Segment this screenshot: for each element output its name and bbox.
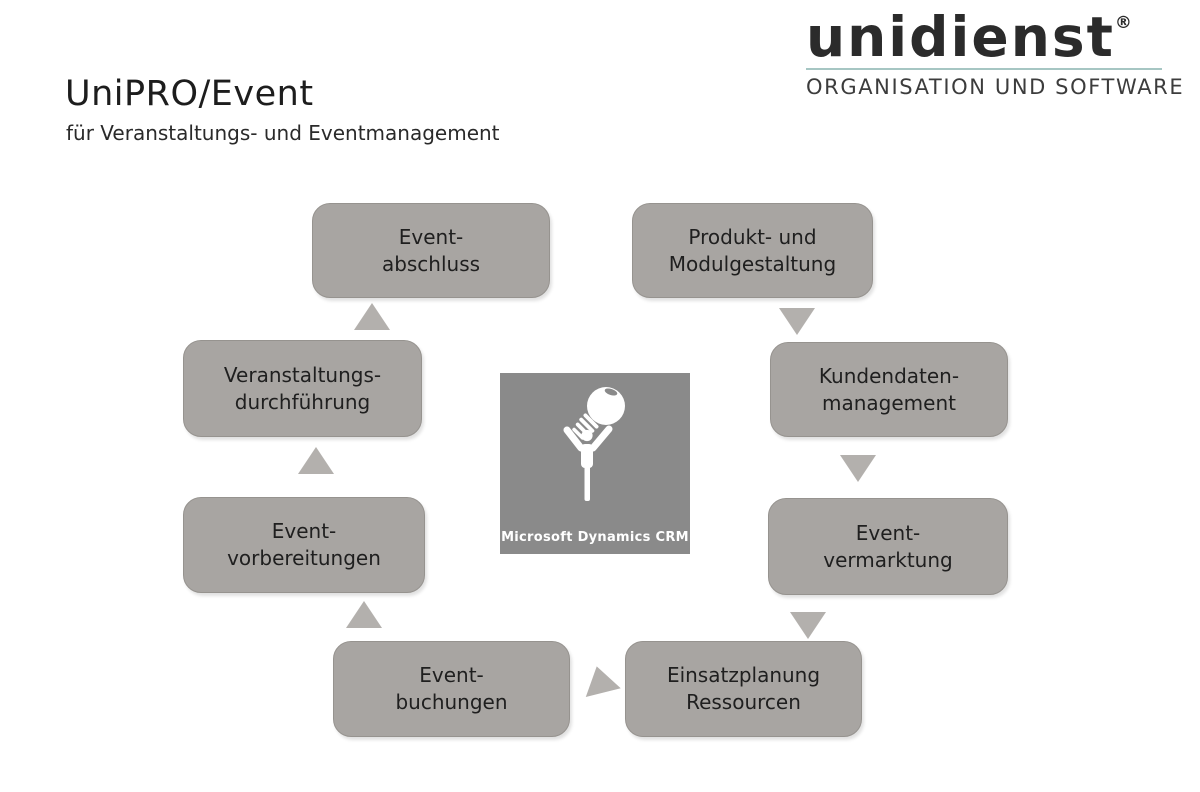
person-holding-lightbulb-icon <box>563 387 625 501</box>
microsoft-dynamics-crm-tile: Microsoft Dynamics CRM <box>500 373 690 554</box>
unidienst-logo: unidienst® ORGANISATION UND SOFTWARE <box>806 10 1185 99</box>
logo-tagline: ORGANISATION UND SOFTWARE <box>806 75 1185 99</box>
flow-arrow-up-left-icon <box>579 662 621 697</box>
stage-label: Event-vermarktung <box>823 520 953 572</box>
stage-label: Event-buchungen <box>395 663 508 714</box>
flow-arrow-up-icon <box>298 447 334 474</box>
stage-box-event-buchungen: Event-buchungen <box>333 641 570 737</box>
stage-label: Kundendaten-management <box>818 363 960 415</box>
stage-label: Event-abschluss <box>381 224 481 276</box>
registered-trademark-icon: ® <box>1114 13 1132 33</box>
page-subtitle: für Veranstaltungs- und Eventmanagement <box>66 121 500 145</box>
stage-box-veranstaltungsdurchfuehrung: Veranstaltungs-durchführung <box>183 340 422 437</box>
flow-arrow-up-icon <box>354 303 390 330</box>
crm-tile-label: Microsoft Dynamics CRM <box>501 530 689 545</box>
stage-box-kundendatenmanagement: Kundendaten-management <box>770 342 1008 437</box>
flow-arrow-up-icon <box>346 601 382 628</box>
stage-box-event-vermarktung: Event-vermarktung <box>768 498 1008 595</box>
logo-wordmark: unidienst® <box>806 10 1168 65</box>
logo-divider-line <box>806 68 1162 70</box>
stage-box-event-vorbereitungen: Event-vorbereitungen <box>183 497 425 593</box>
flow-arrow-down-icon <box>840 455 876 482</box>
page-title: UniPRO/Event <box>65 74 314 114</box>
stage-label: Event-vorbereitungen <box>227 519 381 570</box>
flow-arrow-down-icon <box>790 612 826 639</box>
stage-box-event-abschluss: Event-abschluss <box>312 203 550 298</box>
logo-brand-text: unidienst <box>806 5 1115 69</box>
stage-label: Veranstaltungs-durchführung <box>223 362 382 414</box>
flow-arrow-down-icon <box>779 308 815 335</box>
